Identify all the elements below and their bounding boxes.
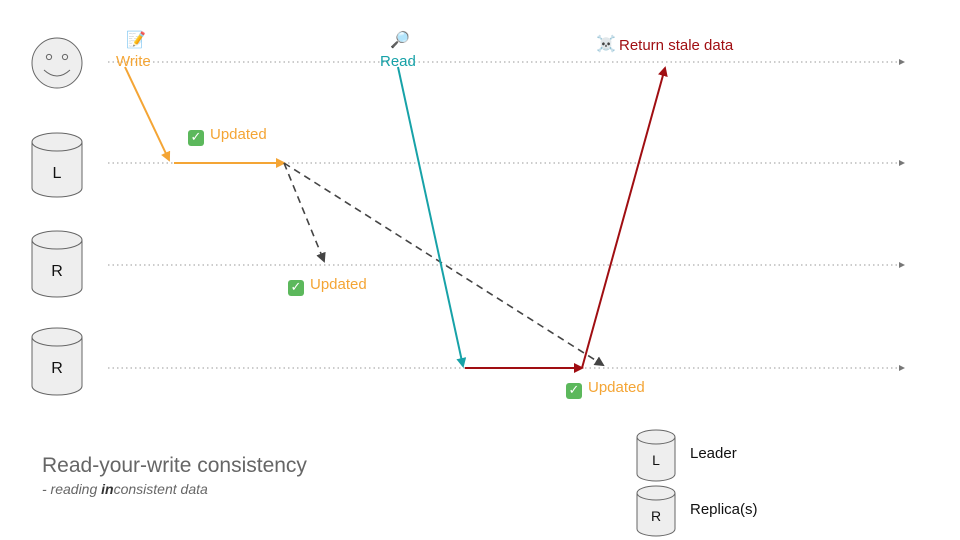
stale-data-label: Return stale data: [619, 37, 734, 54]
leader-db-label: L: [53, 165, 62, 182]
write-request-arrow: [124, 66, 171, 162]
replication-arrow-replica-2: [283, 162, 605, 367]
replica-1-updated-label: ✓Updated: [288, 276, 367, 296]
check-mark-icon: ✓: [566, 383, 582, 399]
diagram-subtitle: - reading inconsistent data: [42, 481, 208, 497]
legend-leader-label: Leader: [690, 445, 737, 462]
diagram-title: Read-your-write consistency: [42, 454, 307, 477]
replica-1-db-label: R: [51, 263, 63, 280]
memo-icon: 📝: [126, 32, 146, 49]
replica-2-db-icon: R: [31, 327, 83, 396]
stale-response-arrow: [581, 66, 668, 369]
legend-leader-db-icon: L: [636, 429, 676, 482]
read-request-arrow: [397, 66, 467, 368]
client-smiley-icon: [31, 37, 83, 89]
legend-leader-symbol: L: [652, 452, 660, 468]
read-label: Read: [380, 53, 416, 70]
replica-1-db-icon: R: [31, 230, 83, 298]
replication-arrow-replica-1: [283, 162, 326, 263]
skull-crossbones-icon: ☠️: [596, 36, 616, 53]
check-mark-icon: ✓: [188, 130, 204, 146]
legend-replica-db-icon: R: [636, 485, 676, 537]
replica-2-db-label: R: [51, 360, 63, 377]
check-mark-icon: ✓: [288, 280, 304, 296]
leader-updated-label: ✓Updated: [188, 126, 267, 146]
legend-replica-label: Replica(s): [690, 501, 758, 518]
magnifier-icon: 🔎: [390, 32, 410, 49]
legend-replica-symbol: R: [651, 508, 661, 524]
leader-db-icon: L: [31, 132, 83, 198]
replica-2-updated-label: ✓Updated: [566, 379, 645, 399]
write-label: Write: [116, 53, 151, 70]
